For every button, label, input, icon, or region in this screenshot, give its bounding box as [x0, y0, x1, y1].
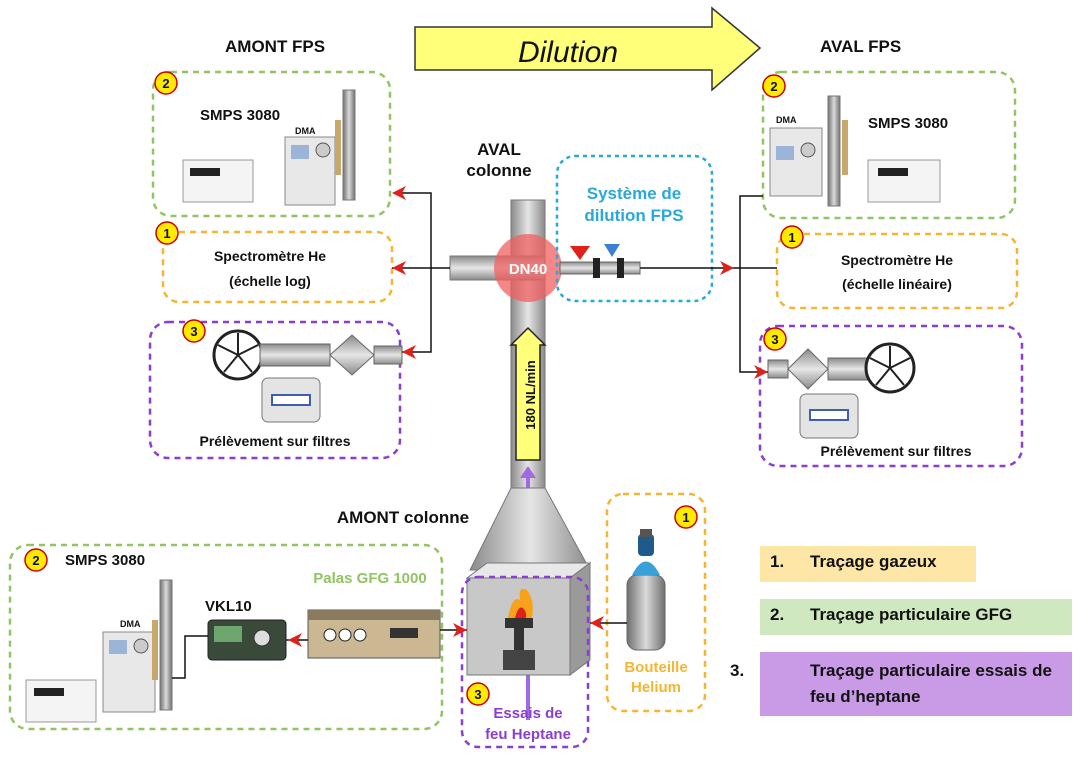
right-smps-device — [769, 95, 941, 207]
right-smps-line — [739, 195, 763, 268]
left-smps-badge-number: 2 — [162, 76, 169, 91]
gfg-smps-label: SMPS 3080 — [65, 552, 145, 569]
gfg-smps-device — [25, 579, 173, 723]
gfg-box — [8, 543, 444, 731]
blue-inlet-arrow — [604, 244, 620, 257]
gfg-dma-label: DMA — [120, 619, 141, 629]
gfg-badge-number: 2 — [32, 553, 39, 568]
dn40-marker — [494, 234, 562, 302]
legend-label: Traçage particulaire essais de feu d’hep… — [810, 661, 1052, 706]
heptane-badge-number: 3 — [474, 687, 481, 702]
dilution-flange-1 — [593, 258, 600, 278]
helium-badge — [674, 505, 698, 529]
right-smps-badge — [762, 74, 786, 98]
legend-num: 3. — [730, 661, 745, 680]
dilution-label: Dilution — [518, 36, 618, 69]
gfg-smps-tube — [172, 635, 208, 679]
left-smps-device — [182, 89, 356, 206]
left-smps-line — [400, 192, 432, 268]
left-filter-pump — [212, 329, 403, 423]
flow-label: 180 NL/min — [523, 360, 538, 429]
amont-fps-title: AMONT FPS — [225, 37, 325, 56]
right-filter-line — [739, 268, 768, 373]
right-spectro-line2: (échelle linéaire) — [842, 276, 952, 292]
left-filter-box — [148, 320, 402, 460]
left-spectro-arrowhead — [392, 261, 406, 275]
helium-box — [605, 492, 707, 713]
dilution-flange-2 — [617, 258, 624, 278]
legend-label: Traçage gazeux — [810, 552, 937, 571]
flow-arrow: 180 NL/min — [509, 326, 547, 461]
right-spectro-line1: Spectromètre He — [841, 252, 953, 268]
left-filter-badge-number: 3 — [190, 324, 197, 339]
hood-funnel — [469, 487, 591, 571]
heptane-test-box — [460, 575, 590, 749]
fire-cube — [465, 562, 592, 676]
left-spectro-box — [161, 230, 394, 304]
vkl-label: VKL10 — [205, 598, 252, 615]
right-spectro-badge — [780, 225, 804, 249]
aval-fps-title: AVAL FPS — [820, 37, 901, 56]
gfg-badge — [24, 548, 48, 572]
right-smps-box — [761, 70, 1017, 220]
right-filter-label: Prélèvement sur filtres — [821, 443, 972, 459]
heptane-flow-arrowhead — [520, 466, 536, 478]
dilution-arrow: Dilution — [414, 6, 762, 92]
amont-colonne-title: AMONT colonne — [337, 508, 469, 527]
right-filter-pump — [767, 342, 916, 439]
left-smps-arrowhead — [392, 186, 406, 200]
right-filter-arrowhead — [754, 365, 768, 379]
dilution-system-label-line1: Système de — [587, 184, 682, 203]
right-spectro-badge-number: 1 — [788, 230, 795, 245]
helium-arrowhead — [590, 616, 604, 630]
dilution-system-box — [555, 154, 714, 303]
left-smps-label: SMPS 3080 — [200, 107, 280, 124]
left-spectro-badge-number: 1 — [163, 226, 170, 241]
red-inlet-arrow — [570, 246, 590, 260]
aval-colonne-title-line1: AVAL — [477, 140, 521, 159]
helium-label-line1: Bouteille — [624, 659, 687, 676]
legend-label: Traçage particulaire GFG — [810, 605, 1013, 624]
helium-label-line2: Helium — [631, 679, 681, 696]
right-filter-box — [758, 324, 1024, 468]
right-filter-badge-number: 3 — [771, 332, 778, 347]
palas-label: Palas GFG 1000 — [313, 570, 426, 587]
vkl-device — [207, 619, 287, 661]
legend-num: 2. — [770, 605, 785, 624]
helium-cylinder — [626, 529, 666, 651]
vkl-arrowhead — [288, 633, 302, 647]
left-smps-badge — [154, 71, 178, 95]
legend-item-gfg: 2. Traçage particulaire GFG — [760, 599, 1072, 635]
legend-num: 1. — [770, 552, 785, 571]
right-dma-label: DMA — [776, 115, 797, 125]
left-smps-box — [151, 70, 392, 218]
left-filter-arrowhead — [402, 345, 416, 359]
left-dma-label: DMA — [295, 126, 316, 136]
heptane-label-line2: feu Heptane — [485, 726, 571, 743]
left-spectro-line2: (échelle log) — [229, 273, 311, 289]
heptane-label-line1: Essais de — [493, 705, 562, 722]
right-smps-label: SMPS 3080 — [868, 115, 948, 132]
dilution-system-label-line2: dilution FPS — [584, 206, 683, 225]
heptane-badge — [466, 682, 490, 706]
right-smps-badge-number: 2 — [770, 79, 777, 94]
right-spectro-arrowhead — [720, 261, 734, 275]
legend-item-heptane: 3. Traçage particulaire essais de feu d’h… — [730, 652, 1072, 716]
aval-colonne-title-line2: colonne — [466, 161, 531, 180]
dn40-label: DN40 — [509, 261, 547, 278]
right-filter-badge — [763, 327, 787, 351]
left-spectro-badge — [155, 221, 179, 245]
left-spectro-line1: Spectromètre He — [214, 248, 326, 264]
left-filter-label: Prélèvement sur filtres — [200, 433, 351, 449]
helium-badge-number: 1 — [682, 510, 689, 525]
palas-arrowhead — [453, 623, 467, 637]
left-filter-badge — [182, 319, 206, 343]
legend-item-gas: 1. Traçage gazeux — [760, 546, 976, 582]
left-filter-line — [402, 268, 432, 353]
palas-device — [307, 609, 441, 659]
right-spectro-box — [775, 232, 1019, 310]
